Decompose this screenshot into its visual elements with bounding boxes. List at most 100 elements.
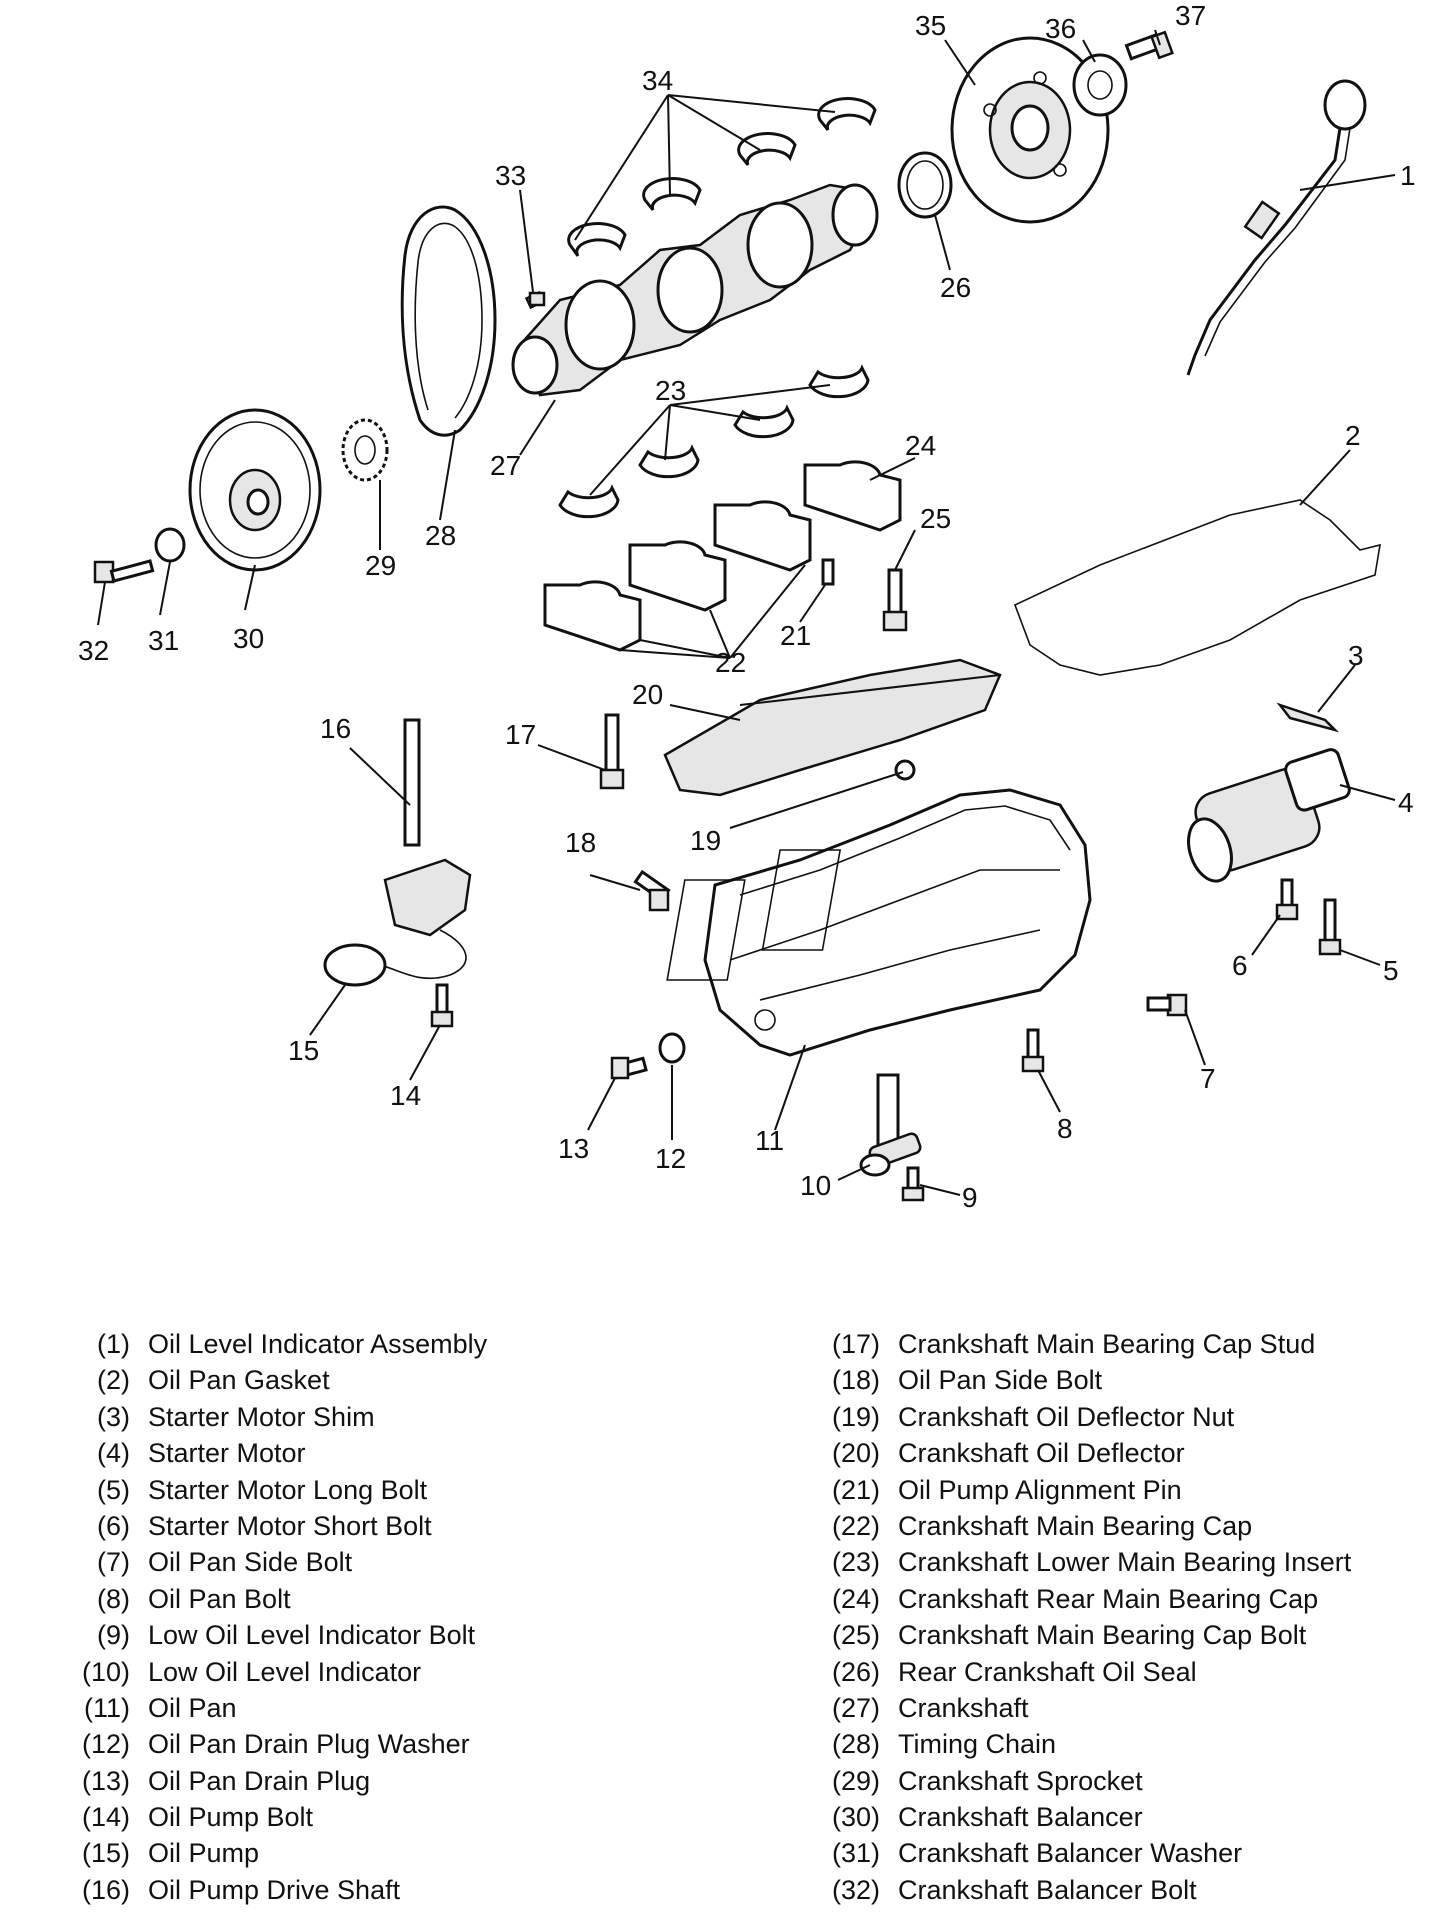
legend-item: (16)Oil Pump Drive Shaft <box>50 1872 487 1908</box>
legend-label: Oil Pan Bolt <box>148 1583 291 1614</box>
legend-item: (19)Crankshaft Oil Deflector Nut <box>800 1399 1351 1435</box>
lower-bearing-inserts <box>558 364 870 519</box>
starter-motor <box>1187 748 1351 883</box>
legend-item: (20)Crankshaft Oil Deflector <box>800 1435 1351 1471</box>
legend-item: (6)Starter Motor Short Bolt <box>50 1508 487 1544</box>
legend-label: Crankshaft Main Bearing Cap <box>898 1510 1253 1541</box>
legend-number: (21) <box>831 1474 880 1505</box>
legend-item: (31) Crankshaft Balancer Washer <box>800 1835 1351 1871</box>
legend-number: (31) <box>831 1838 880 1869</box>
legend-label: Crankshaft Rear Main Bearing Cap <box>898 1583 1319 1614</box>
crankshaft-sprocket <box>341 418 389 482</box>
upper-bearing-inserts <box>567 97 877 257</box>
legend-label: Starter Motor <box>148 1438 306 1469</box>
deflector-nut <box>894 759 916 781</box>
drain-plug-washer <box>658 1032 686 1064</box>
legend-label: Oil Level Indicator Assembly <box>148 1329 488 1359</box>
legend-label: Oil Pan Drain Plug <box>148 1765 371 1796</box>
callout-16: 16 <box>320 713 351 744</box>
main-bearing-cap-bolt <box>882 568 908 632</box>
callout-2: 2 <box>1345 420 1361 451</box>
legend-item: (4)Starter Motor <box>50 1435 487 1471</box>
legend-label: Crankshaft Oil Deflector <box>898 1438 1185 1469</box>
callout-30: 30 <box>233 623 264 654</box>
timing-chain <box>400 205 497 437</box>
legend-number: (25) <box>831 1620 880 1651</box>
callout-22: 22 <box>715 647 746 678</box>
legend-column-left: (1)Oil Level Indicator Assembly (2)Oil P… <box>50 1326 487 1908</box>
legend-item: (11)Oil Pan <box>50 1690 487 1726</box>
legend-label: Rear Crankshaft Oil Seal <box>898 1656 1197 1687</box>
legend-item: (13) Oil Pan Drain Plug <box>50 1763 487 1799</box>
callout-12: 12 <box>655 1143 686 1174</box>
legend-number: (22) <box>831 1510 880 1541</box>
legend-label: Oil Pan Side Bolt <box>148 1547 353 1578</box>
legend-number: (6) <box>97 1510 130 1541</box>
legend-number: (11) <box>83 1692 130 1723</box>
legend-item: (3)Starter Motor Shim <box>50 1399 487 1435</box>
flywheel <box>950 36 1110 224</box>
legend-item: (9)Low Oil Level Indicator Bolt <box>50 1617 487 1653</box>
callout-26: 26 <box>940 272 971 303</box>
legend-number: (30) <box>831 1802 880 1833</box>
flywheel-bolt <box>1124 30 1174 61</box>
legend-number: (15) <box>81 1838 130 1869</box>
legend-label: Crankshaft Balancer Washer <box>898 1838 1243 1869</box>
callout-1: 1 <box>1400 160 1416 191</box>
legend-item: (32) Crankshaft Balancer Bolt <box>800 1872 1351 1908</box>
callout-37: 37 <box>1175 0 1206 31</box>
callout-33: 33 <box>495 160 526 191</box>
legend-item: (21) Oil Pump Alignment Pin <box>800 1472 1351 1508</box>
legend-number: (1) <box>97 1329 130 1359</box>
callout-24: 24 <box>905 430 936 461</box>
legend-label: Timing Chain <box>898 1729 1057 1760</box>
legend-item: (12)Oil Pan Drain Plug Washer <box>50 1726 487 1762</box>
legend-item: (28) Timing Chain <box>800 1726 1351 1762</box>
main-bearing-cap-stud <box>599 713 625 790</box>
legend-label: Crankshaft Balancer <box>898 1802 1143 1833</box>
callout-10: 10 <box>800 1170 831 1201</box>
legend-number: (26) <box>831 1656 880 1687</box>
callout-20: 20 <box>632 679 663 710</box>
legend-item: (24)Crankshaft Rear Main Bearing Cap <box>800 1581 1351 1617</box>
legend-item: (15)Oil Pump <box>50 1835 487 1871</box>
legend-number: (13) <box>81 1765 130 1796</box>
legend-item: (29)Crankshaft Sprocket <box>800 1763 1351 1799</box>
flywheel-spacer <box>1072 53 1128 117</box>
low-oil-level-indicator-bolt <box>901 1166 925 1202</box>
starter-motor-long-bolt <box>1318 898 1342 956</box>
legend-label: Oil Pan Drain Plug Washer <box>148 1729 470 1760</box>
crankshaft <box>511 183 879 397</box>
legend-number: (32) <box>831 1874 880 1905</box>
legend-label: Oil Pump Bolt <box>148 1802 314 1833</box>
exploded-engine-diagram: 1 2 3 4 5 6 7 8 9 10 11 12 13 14 15 16 1… <box>78 0 1416 1213</box>
crankshaft-oil-deflector <box>663 658 1002 797</box>
legend-label: Crankshaft <box>898 1692 1029 1723</box>
oil-pan-side-bolt-18 <box>633 869 671 912</box>
oil-pump-drive-shaft <box>403 718 421 847</box>
callout-8: 8 <box>1057 1113 1073 1144</box>
legend-item: (25)Crankshaft Main Bearing Cap Bolt <box>800 1617 1351 1653</box>
callout-23: 23 <box>655 375 686 406</box>
legend-label: Oil Pump Alignment Pin <box>898 1474 1182 1505</box>
legend-label: Oil Pump Drive Shaft <box>148 1874 401 1905</box>
oil-pan-bolt <box>1021 1028 1045 1073</box>
legend-item: (1) Oil Level Indicator Assembly <box>50 1326 487 1362</box>
oil-level-indicator <box>1186 79 1367 376</box>
callout-21: 21 <box>780 620 811 651</box>
callout-25: 25 <box>920 503 951 534</box>
legend-number: (17) <box>831 1329 880 1359</box>
oil-pump-alignment-pin <box>821 558 835 586</box>
starter-motor-shim <box>1276 702 1340 733</box>
legend-item: (30) Crankshaft Balancer <box>800 1799 1351 1835</box>
drain-plug <box>610 1056 648 1080</box>
callout-17: 17 <box>505 719 536 750</box>
legend-number: (3) <box>97 1401 130 1432</box>
legend-item: (14) Oil Pump Bolt <box>50 1799 487 1835</box>
legend-number: (14) <box>81 1802 130 1833</box>
legend-number: (23) <box>831 1547 880 1578</box>
legend-label: Low Oil Level Indicator Bolt <box>148 1620 476 1651</box>
legend-label: Crankshaft Balancer Bolt <box>898 1874 1197 1905</box>
legend-number: (10) <box>81 1656 130 1687</box>
legend-number: (28) <box>831 1729 880 1760</box>
